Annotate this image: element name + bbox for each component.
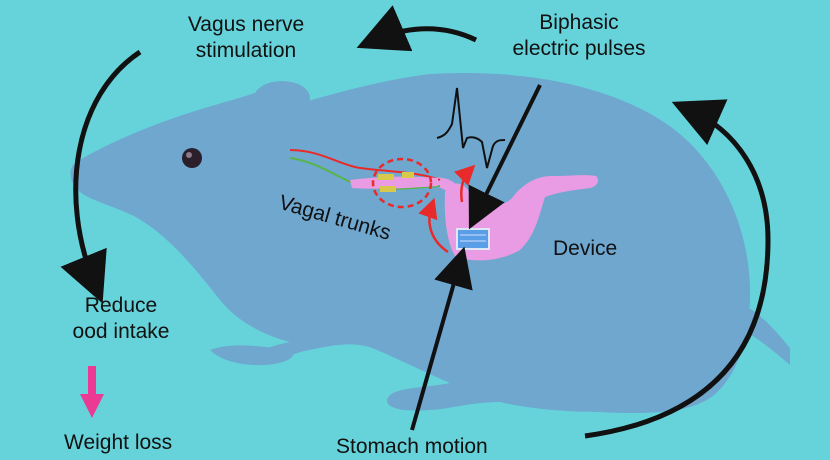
rat-silhouette: [70, 72, 790, 414]
rat-eye: [182, 148, 202, 168]
label-weight-loss: Weight loss: [64, 431, 173, 454]
label-pulses-line2: electric pulses: [512, 37, 646, 60]
rat-body: [70, 72, 751, 414]
signal-arrow-right: [454, 164, 476, 203]
nerve-red: [289, 149, 441, 181]
electrode-2: [380, 186, 396, 192]
label-reduce-line1: Reduce: [84, 294, 158, 317]
label-device: Device: [553, 237, 618, 260]
electrode-3: [402, 172, 414, 178]
label-biphasic-pulses: Biphasic electric pulses: [512, 10, 645, 62]
arrow-stomach-to-pulses: [584, 99, 771, 439]
nerve-leads: [289, 149, 476, 254]
label-vagus-line2: stimulation: [195, 39, 297, 62]
stomach-device: [430, 175, 598, 261]
biphasic-waveform: [436, 87, 506, 169]
label-vagus-line1: Vagus nerve: [187, 13, 305, 36]
label-reduce-line2: ood intake: [72, 320, 170, 343]
label-reduce-intake: Reduce ood intake: [73, 293, 170, 345]
weight-loss-arrow: [80, 366, 104, 418]
electrode-1: [378, 174, 394, 180]
electrode-highlight-circle: [371, 157, 433, 209]
label-vagus-stimulation: Vagus nerve stimulation: [188, 12, 304, 64]
arrow-pulses-to-vagus: [356, 5, 478, 52]
label-stomach-motion: Stomach motion: [336, 435, 488, 458]
device-chip: [456, 228, 490, 250]
rat-eye-highlight: [186, 152, 192, 158]
rat-hind-paw: [455, 369, 542, 391]
rat-ear: [254, 81, 310, 115]
label-pulses-line1: Biphasic: [539, 11, 619, 34]
arrow-vagus-to-reduce: [60, 49, 142, 304]
arrow-pulses-to-device: [468, 84, 542, 230]
arrow-motion-to-device: [410, 246, 473, 431]
rat-front-paw: [210, 345, 294, 366]
